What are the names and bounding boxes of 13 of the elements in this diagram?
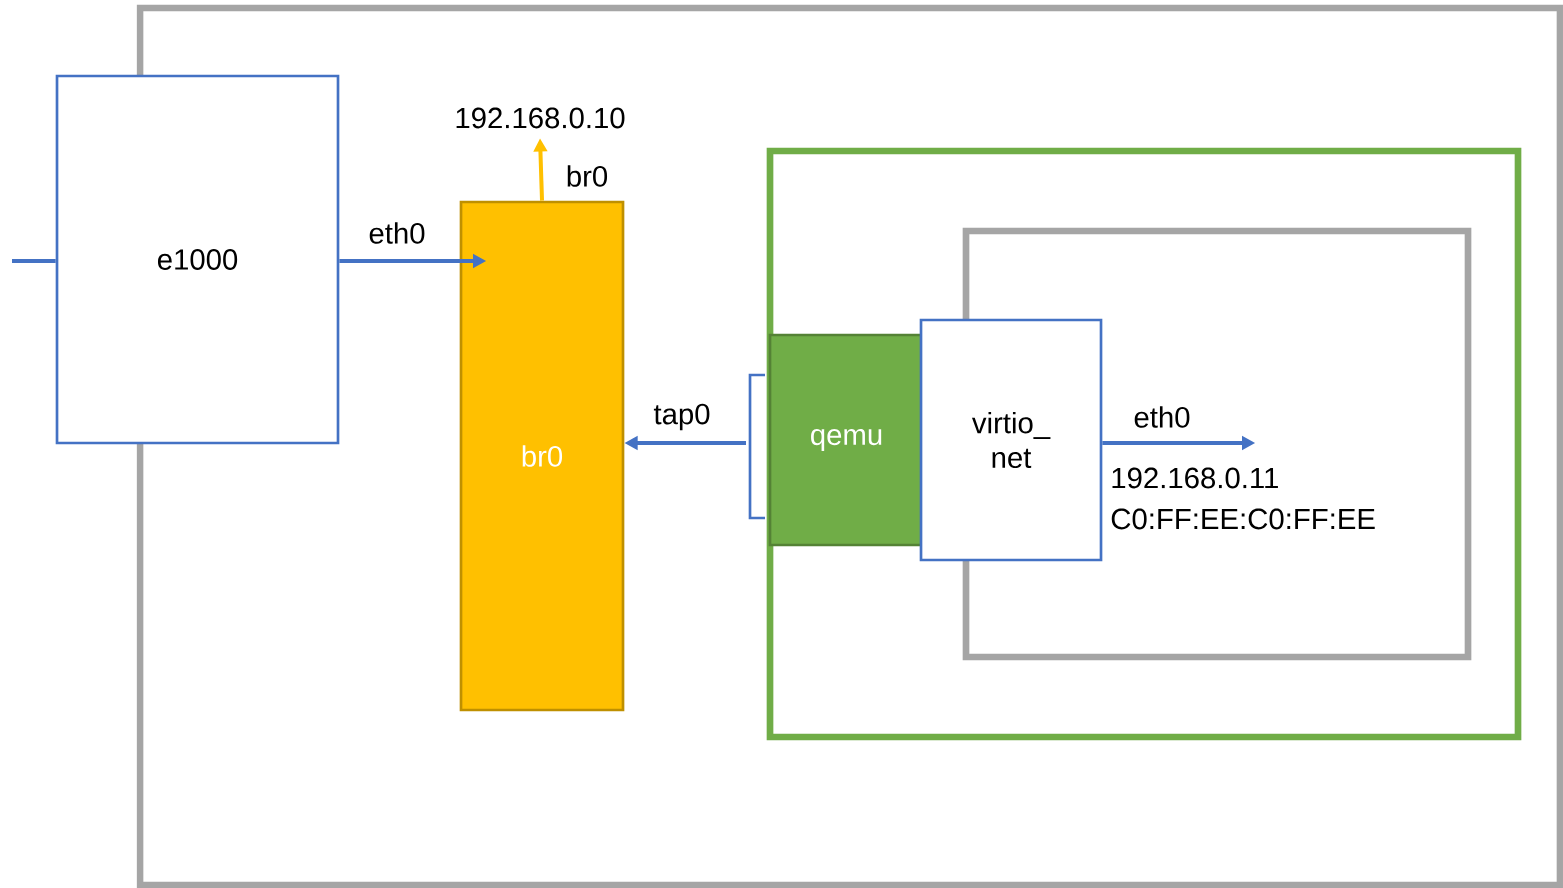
edge-label: tap0 (653, 403, 710, 431)
address-text: C0:FF:EE:C0:FF:EE (1111, 508, 1375, 530)
vm-frame (766, 147, 1522, 741)
device-box: e1000 (55, 74, 340, 445)
address-text: 192.168.0.11 (1112, 467, 1278, 489)
emulator-box: qemu (768, 333, 925, 547)
edge-label: eth0 (369, 222, 425, 244)
edge-label: eth0 (1134, 406, 1190, 428)
edge-label: br0 (567, 165, 608, 187)
bridge-box: br0 (459, 200, 625, 712)
host-frame (136, 4, 1563, 888)
nic-box: virtio_ net (919, 318, 1103, 562)
ip-address-text: 192.168.0.10 (456, 107, 625, 129)
